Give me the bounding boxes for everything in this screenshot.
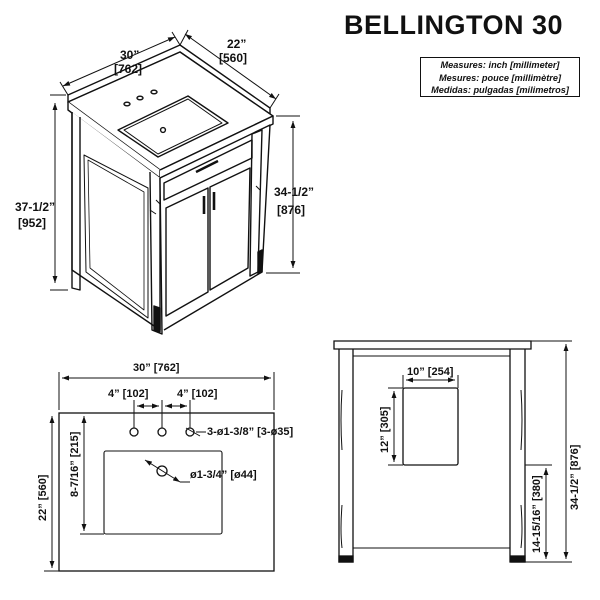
top-view-width-label: 30” [762] [133, 362, 180, 374]
side-view-cutout [402, 387, 459, 466]
side-view-countertop [333, 340, 532, 350]
legend-line-spanish: Medidas: pulgadas [milimetros] [431, 85, 569, 95]
faucet-hole-center [136, 95, 144, 101]
width-label-mm: [762] [114, 62, 142, 76]
cutout-height-label: 12” [305] [379, 406, 391, 453]
drain-hole [159, 126, 167, 134]
hole-spacing-right-label: 4” [102] [177, 388, 218, 400]
depth-label-mm: [560] [219, 51, 247, 65]
counter-height-label-in: 34-1/2” [274, 185, 314, 199]
top-view-sink [103, 450, 223, 535]
left-door [165, 187, 209, 317]
depth-label-in: 22” [227, 37, 246, 51]
legend-line-french: Mesures: pouce [millimètre] [438, 72, 562, 83]
drain-label: ø1-3/4” [ø44] [190, 469, 257, 481]
total-height-label-mm: [952] [18, 216, 46, 230]
faucet-hole-right [150, 89, 158, 95]
product-title: BELLINGTON 30 [344, 10, 564, 40]
cutout-width-label: 10” [254] [407, 366, 454, 378]
faucet-hole-left [123, 101, 131, 107]
counter-height-label-mm: [876] [277, 203, 305, 217]
top-view [58, 412, 275, 572]
perspective-dimensions [50, 29, 300, 291]
right-door [209, 167, 251, 291]
legend-line-english: Measures: inch [millimeter] [440, 60, 560, 70]
perspective-view [67, 44, 274, 335]
sink-basin [117, 95, 229, 158]
faucet-holes-label: 3-ø1-3/8” [3-ø35] [207, 426, 294, 438]
total-height-label-in: 37-1/2” [15, 200, 55, 214]
hole-spacing-left-label: 4” [102] [108, 388, 149, 400]
side-view [333, 340, 532, 563]
width-label-in: 30” [120, 48, 139, 62]
floor-to-cutout-label: 14-15/16” [380] [531, 475, 543, 553]
side-view-height-label: 34-1/2” [876] [569, 444, 581, 510]
sink-offset-label: 8-7/16” [215] [69, 431, 81, 497]
top-view-dimensions [44, 372, 275, 572]
top-view-depth-label: 22” [560] [37, 474, 49, 521]
top-view-countertop [58, 412, 275, 572]
measurement-legend: Measures: inch [millimeter] Mesures: pou… [420, 57, 580, 97]
side-view-dimensions [388, 340, 572, 563]
